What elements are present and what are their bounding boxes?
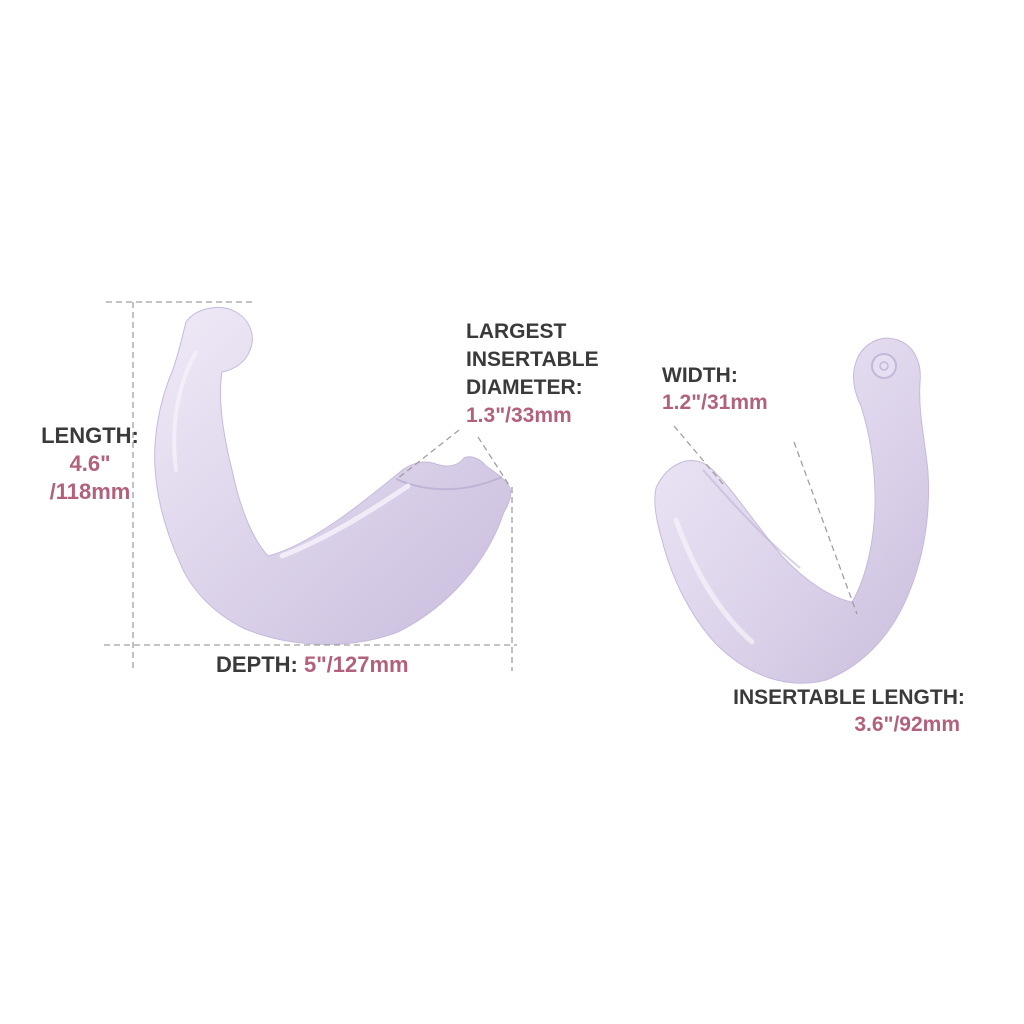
length-value-inches: 4.6"	[69, 451, 111, 476]
power-button-icon	[871, 353, 897, 379]
power-button-dot-icon	[879, 361, 889, 371]
device-side-view-neck-highlight	[172, 350, 198, 472]
insertable-length-label: INSERTABLE LENGTH:	[733, 686, 965, 709]
length-label: LENGTH:	[41, 423, 139, 448]
dimension-line-width	[673, 425, 724, 485]
length-value-mm: /118mm	[49, 479, 131, 504]
largest-insertable-diameter-annotation: LARGEST INSERTABLE DIAMETER: 1.3"/33mm	[466, 318, 636, 430]
length-annotation: LENGTH: 4.6" /118mm	[34, 422, 146, 506]
insertable-length-annotation: INSERTABLE LENGTH: 3.6"/92mm	[726, 684, 972, 738]
depth-value: 5"/127mm	[304, 652, 409, 677]
device-front-view-highlight	[673, 517, 755, 645]
device-side-view-crest-line	[395, 476, 503, 491]
dimension-line-diameter-left	[396, 429, 460, 480]
dimension-line-insertable-length	[793, 441, 858, 615]
diameter-label-line2: INSERTABLE	[466, 348, 599, 371]
diameter-label-line3: DIAMETER:	[466, 376, 583, 399]
depth-label: DEPTH:	[216, 652, 298, 677]
width-label: WIDTH:	[662, 364, 738, 387]
device-side-view-highlight	[279, 483, 411, 559]
insertable-length-value: 3.6"/92mm	[854, 713, 960, 736]
width-value: 1.2"/31mm	[662, 391, 768, 414]
device-side-view-shape	[154, 307, 512, 645]
diameter-value: 1.3"/33mm	[466, 404, 572, 427]
depth-annotation: DEPTH: 5"/127mm	[216, 652, 409, 678]
diameter-label-line1: LARGEST	[466, 320, 567, 343]
device-front-view-shape	[654, 337, 930, 684]
width-annotation: WIDTH: 1.2"/31mm	[662, 362, 768, 416]
device-front-view-crest-line	[702, 469, 801, 569]
